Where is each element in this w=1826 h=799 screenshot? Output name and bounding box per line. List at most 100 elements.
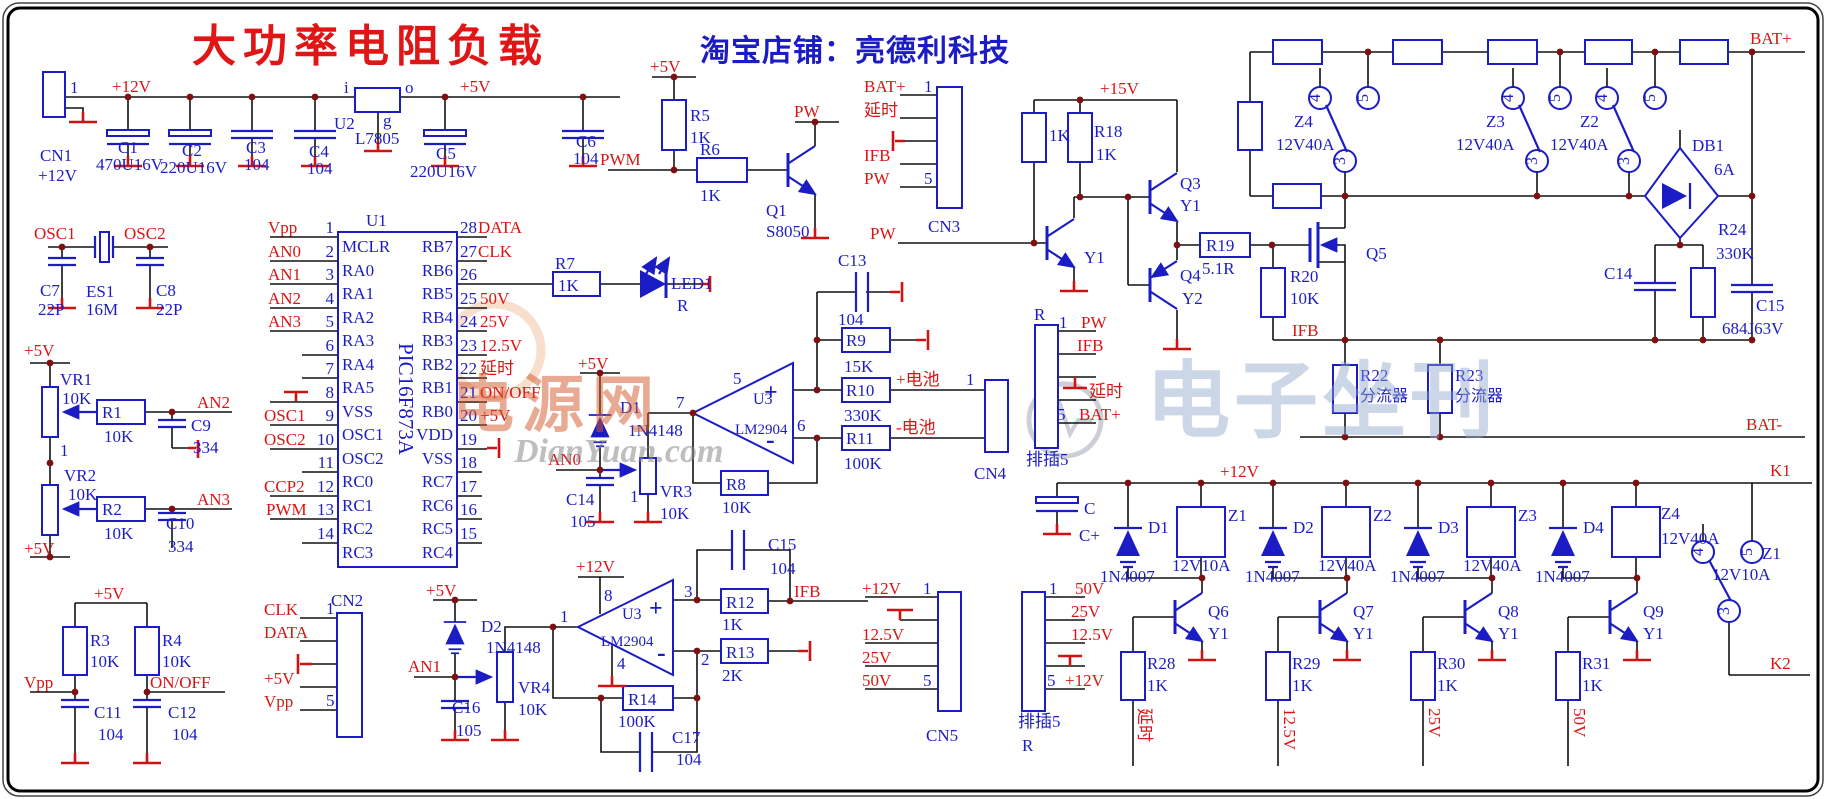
label-7: 7 — [676, 393, 685, 412]
label-IFB: IFB — [864, 146, 890, 165]
label-VSS: VSS — [422, 449, 453, 468]
label-R3: R3 — [90, 631, 110, 650]
transistor-q1 — [788, 146, 815, 194]
label-105: 105 — [570, 512, 596, 531]
resistor-r12 — [720, 588, 769, 614]
transistor-q9 — [1610, 593, 1637, 641]
potentiometer-vr2 — [41, 484, 59, 536]
label-R12: R12 — [726, 593, 754, 612]
label-1K: 1K — [1049, 126, 1071, 145]
label-11: 11 — [318, 453, 334, 472]
label-ONOFF: ON/OFF — [150, 673, 210, 692]
label-Y1: Y1 — [1208, 624, 1229, 643]
label-Y1: Y1 — [1353, 624, 1374, 643]
label-R1: R1 — [102, 403, 122, 422]
label-220U16V: 220U16V — [160, 158, 228, 177]
ref-db1: DB1 — [1692, 136, 1724, 155]
label-R6: R6 — [700, 140, 720, 159]
label-C16: C16 — [452, 698, 480, 717]
label-12V40A: 12V40A — [1276, 135, 1335, 154]
label-1: 1 — [630, 487, 639, 506]
label-o: o — [405, 78, 414, 97]
potentiometer-vr1 — [41, 386, 59, 438]
label-5: 5 — [1057, 405, 1066, 424]
label-3: 3 — [1716, 607, 1733, 615]
label-4: 4 — [1594, 94, 1611, 102]
label-R7: R7 — [555, 254, 575, 273]
label-C6: C6 — [576, 132, 596, 151]
watermark-dianyuan-url: DianYuan.com — [513, 433, 723, 470]
bridge-db1 — [1643, 146, 1720, 240]
label-Y1: Y1 — [1498, 624, 1519, 643]
label-28: 28 — [460, 218, 477, 237]
label-104: 104 — [307, 159, 333, 178]
resistor-r18 — [1067, 112, 1093, 163]
label-1: 1 — [70, 78, 79, 97]
diode-d4-1n4007 — [1547, 526, 1579, 569]
label-R9: R9 — [846, 331, 866, 350]
label-19: 19 — [460, 430, 477, 449]
connector-cn5 — [937, 591, 962, 712]
label-IFB: IFB — [1292, 321, 1318, 340]
label-VR4: VR4 — [518, 678, 551, 697]
label-延时: 延时 — [1135, 708, 1154, 742]
label-3: 3 — [1332, 157, 1349, 165]
label-BAT+: BAT+ — [1079, 405, 1121, 424]
label-Vpp: Vpp — [268, 218, 297, 237]
label-RB4: RB4 — [422, 308, 454, 327]
label-layer: 1+12VCN1+12VC1470U16VC2220U16VC3104C4104… — [24, 29, 1792, 769]
label-C4: C4 — [309, 142, 329, 161]
resistor-1k-pullup — [1021, 112, 1047, 163]
label-VR3: VR3 — [660, 482, 692, 501]
label-+5V: +5V — [480, 406, 511, 425]
label-4: 4 — [326, 289, 335, 308]
potentiometer-vr4 — [496, 651, 514, 703]
label-+5V: +5V — [94, 584, 125, 603]
label-16: 16 — [460, 500, 477, 519]
label-10K: 10K — [518, 700, 548, 719]
label-330K: 330K — [844, 406, 883, 425]
label-27: 27 — [460, 242, 478, 261]
connector-cn1 — [42, 71, 66, 118]
label-C+: C+ — [1079, 526, 1100, 545]
label-R28: R28 — [1147, 654, 1175, 673]
label-9: 9 — [326, 406, 335, 425]
capacitor-c7 — [46, 256, 78, 267]
label-Z4: Z4 — [1661, 504, 1680, 523]
label-OSC2: OSC2 — [124, 224, 166, 243]
label-R31: R31 — [1582, 654, 1610, 673]
label-12V10A: 12V10A — [1712, 565, 1771, 584]
shunt-r23 — [1427, 364, 1453, 414]
label-1: 1 — [1059, 313, 1068, 332]
label-Y1: Y1 — [1084, 248, 1105, 267]
label-RA1: RA1 — [342, 284, 374, 303]
label-10K: 10K — [722, 498, 752, 517]
resistor-r6 — [696, 157, 748, 183]
label-12V10A: 12V10A — [1172, 556, 1231, 575]
transistor-q6 — [1175, 593, 1202, 641]
label-Y1: Y1 — [1643, 624, 1664, 643]
label-RB3: RB3 — [422, 331, 453, 350]
label-6: 6 — [326, 336, 335, 355]
led-emission-arrow-1 — [641, 256, 658, 276]
connector-paicha5-bottom — [1021, 591, 1046, 712]
label-Q3: Q3 — [1180, 174, 1201, 193]
label-5: 5 — [1047, 671, 1056, 690]
load-resistor-6 — [1237, 101, 1263, 151]
label-U3: U3 — [753, 391, 773, 408]
label-1K: 1K — [690, 128, 712, 147]
net-k1: K1 — [1770, 461, 1791, 480]
label-i: i — [344, 78, 349, 97]
label-OSC2: OSC2 — [342, 449, 384, 468]
label-C17: C17 — [672, 728, 701, 747]
label-R22: R22 — [1360, 366, 1388, 385]
resistor-r7 — [552, 271, 601, 297]
crystal-es1 — [93, 231, 115, 263]
load-resistor-2 — [1392, 39, 1443, 65]
label-RC5: RC5 — [422, 519, 453, 538]
ref-cn4: CN4 — [974, 464, 1007, 483]
ref-paicha5-bottom: 排插5 — [1018, 712, 1061, 731]
net-bat-plus: BAT+ — [1750, 29, 1792, 48]
resistor-r14 — [622, 685, 674, 711]
